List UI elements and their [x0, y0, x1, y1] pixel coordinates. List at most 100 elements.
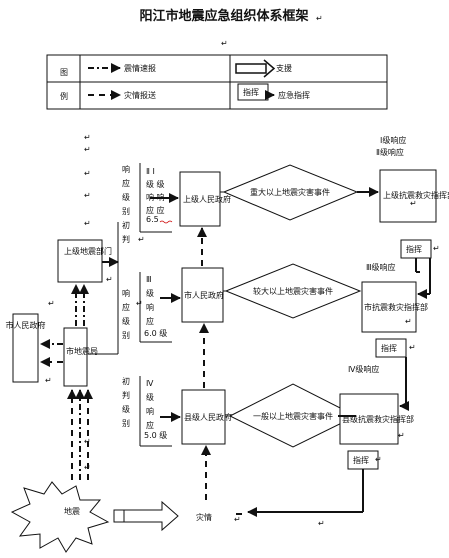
criteria-4-l1: Ⅳ	[146, 379, 154, 388]
svg-text:↵: ↵	[433, 244, 440, 253]
svg-text:市抗震救灾指挥部: 市抗震救灾指挥部	[364, 302, 428, 312]
command-box-2	[375, 338, 407, 358]
legend-disaster-report-label: 灾情报送	[124, 90, 156, 100]
criteria-12-l5: 6.5	[146, 215, 159, 224]
upper-government-text: 上级人民政府	[183, 194, 231, 204]
svg-text:市地震局: 市地震局	[66, 346, 98, 356]
city-people-government-text: 市人民政府	[184, 290, 224, 300]
criteria-4-l2: 级	[146, 392, 154, 402]
legend-side-label-bottom: 例	[60, 91, 68, 101]
city-people-government-box	[181, 267, 224, 323]
county-government-box	[181, 389, 226, 445]
svg-text:6.5: 6.5	[146, 215, 159, 224]
svg-text:6.0 级: 6.0 级	[144, 328, 167, 338]
judgment-char-10: 别	[122, 331, 130, 340]
city-hq-box	[361, 281, 417, 333]
svg-text:初: 初	[122, 220, 130, 230]
response-label-3: Ⅲ级响应	[366, 262, 396, 272]
earthquake-label: 地震	[64, 506, 80, 516]
judgment-char-9: 级	[122, 316, 130, 326]
legend-table: 图 例 震情速报 灾情报送 支援 指挥 应急指挥	[46, 54, 388, 110]
legend-command-box-label: 指挥	[243, 87, 259, 97]
svg-text:↵: ↵	[84, 169, 91, 178]
criteria-3-l4: 应	[146, 316, 154, 326]
svg-text:↵: ↵	[375, 455, 382, 464]
criteria-4-l3: 响	[146, 406, 154, 416]
judgment-char-14: 别	[122, 419, 130, 428]
city-seismic-bureau-box	[63, 327, 88, 387]
svg-text:别: 别	[122, 207, 130, 216]
svg-text:上级人民政府: 上级人民政府	[183, 194, 231, 204]
svg-text:响: 响	[122, 164, 130, 174]
svg-text:级: 级	[146, 288, 154, 298]
city-government-box: 市人民政府	[6, 313, 46, 383]
judgment-char-3: 级	[122, 192, 130, 202]
svg-text:↵: ↵	[138, 235, 145, 244]
legend-emergency-command-label: 应急指挥	[278, 90, 310, 100]
event-major-label: 重大以上地震灾害事件	[250, 187, 330, 197]
criteria-12-l2: 级 级	[146, 179, 165, 189]
svg-text:5.0 级: 5.0 级	[144, 430, 167, 440]
county-hq-text: 县级抗震救灾指挥部	[342, 414, 414, 424]
svg-text:县级抗震救灾指挥部: 县级抗震救灾指挥部	[342, 414, 414, 424]
svg-text:应: 应	[146, 420, 154, 430]
event-general-label: 一般以上地震灾害事件	[253, 411, 333, 421]
svg-text:应: 应	[146, 316, 154, 326]
legend-support-arrow	[235, 63, 267, 74]
svg-text:响: 响	[122, 288, 130, 298]
criteria-3-l2: 级	[146, 288, 154, 298]
response-label-1: Ⅰ级响应	[380, 135, 406, 145]
city-seismic-bureau-text: 市地震局	[66, 346, 98, 356]
connectors	[40, 187, 431, 517]
svg-text:判: 判	[122, 234, 130, 244]
larger-event-diamond	[224, 263, 362, 319]
svg-text:县级人民政府: 县级人民政府	[184, 412, 232, 422]
judgment-char-2: 应	[122, 178, 130, 188]
command-box-2-label: 指挥	[381, 343, 397, 353]
svg-text:级: 级	[146, 392, 154, 402]
criteria-level-4: Ⅳ 级 响 应 5.0 级	[139, 376, 172, 447]
criteria-12-l4: 应 应	[146, 205, 165, 215]
svg-text:别: 别	[122, 419, 130, 428]
event-larger-label: 较大以上地震灾害事件	[253, 286, 333, 296]
svg-text:↵: ↵	[405, 317, 412, 326]
response-label-2: Ⅱ级响应	[376, 147, 404, 157]
judgment-char-1: 响	[122, 164, 130, 174]
svg-text:↵: ↵	[409, 343, 416, 352]
upper-seismic-dept-box	[57, 239, 103, 283]
criteria-3-l1: Ⅲ	[146, 275, 152, 284]
svg-text:↵: ↵	[106, 275, 113, 284]
upper-hq-text: 上级抗震救灾指挥部	[383, 190, 449, 200]
svg-text:初: 初	[122, 376, 130, 386]
legend-seismic-report-label: 震情速报	[124, 63, 156, 73]
judgment-char-6: 判	[122, 234, 130, 244]
criteria-4-l5: 5.0 级	[144, 430, 167, 440]
svg-text:↵: ↵	[84, 191, 91, 200]
svg-text:级: 级	[122, 192, 130, 202]
svg-text:应: 应	[122, 302, 130, 312]
judgment-column: 响 应 级 别 初 判 响 应 级 别 初 判 级 别	[122, 164, 130, 428]
svg-text:↵: ↵	[84, 133, 91, 142]
page-title: 阳江市地震应急组织体系框架	[139, 8, 308, 24]
county-hq-box	[339, 393, 399, 445]
city-government-text: 市人民政府	[6, 320, 46, 330]
disaster-info-label: 灾情	[196, 512, 212, 522]
svg-text:Ⅱ Ⅰ: Ⅱ Ⅰ	[146, 167, 155, 176]
svg-text:↵: ↵	[234, 515, 241, 524]
svg-text:Ⅳ: Ⅳ	[146, 379, 154, 388]
title-return-mark: ↵	[316, 14, 323, 23]
judgment-char-11: 初	[122, 376, 130, 386]
svg-text:↵: ↵	[48, 299, 55, 308]
svg-text:↵: ↵	[410, 199, 417, 208]
legend-support-label: 支援	[276, 63, 292, 73]
judgment-char-12: 判	[122, 390, 130, 400]
svg-text:级: 级	[122, 316, 130, 326]
upper-seismic-dept-text: 上级地震部门	[64, 246, 112, 256]
response-label-4: Ⅳ级响应	[348, 364, 379, 374]
county-government-text: 县级人民政府	[184, 412, 232, 422]
svg-text:应 应: 应 应	[146, 205, 165, 215]
svg-text:↵: ↵	[84, 219, 91, 228]
judgment-char-4: 别	[122, 207, 130, 216]
command-box-1-label: 指挥	[406, 244, 422, 254]
svg-text:↵: ↵	[136, 299, 143, 308]
